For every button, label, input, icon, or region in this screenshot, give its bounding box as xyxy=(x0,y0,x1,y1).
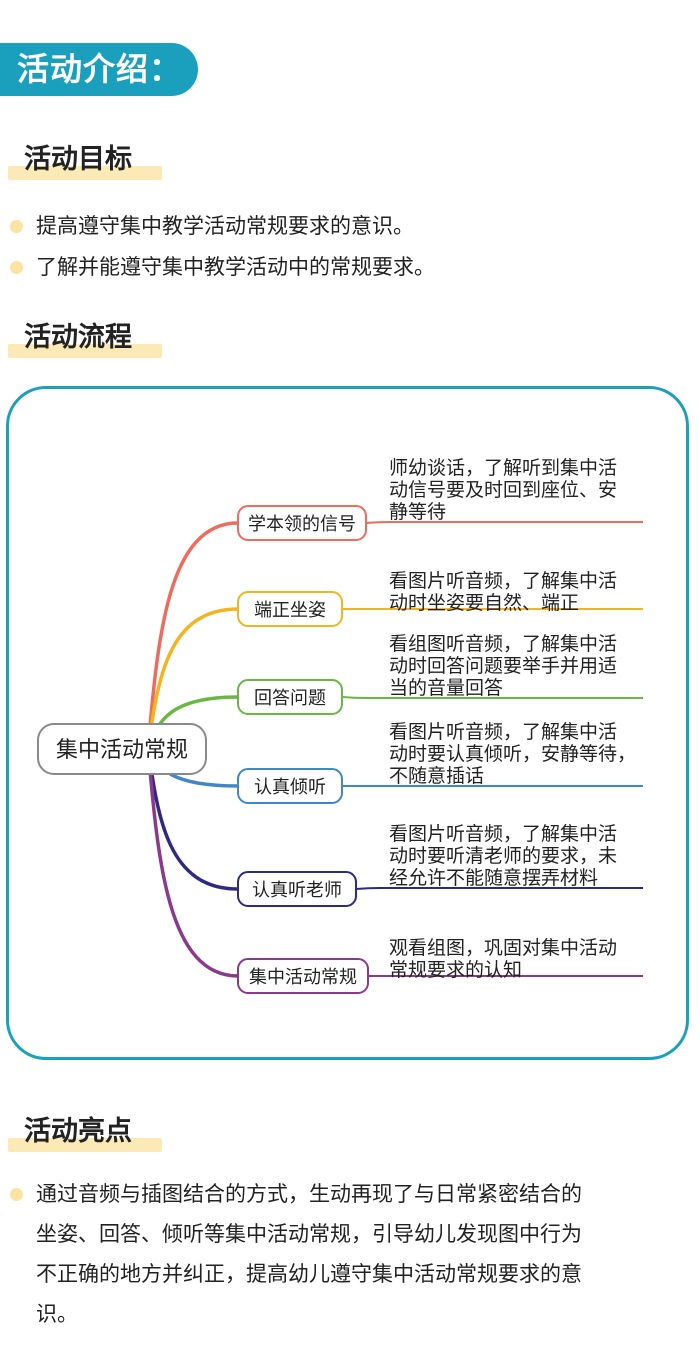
branch-label: 端正坐姿 xyxy=(254,600,326,621)
process-heading: 活动流程 xyxy=(0,320,162,360)
heading-highlight xyxy=(8,166,162,180)
bullet-dot xyxy=(10,1188,23,1201)
branch-underline xyxy=(355,887,643,890)
branch-description: 动时要认真倾听，安静等待， xyxy=(389,743,636,765)
goals-heading: 活动目标 xyxy=(0,142,162,182)
highlights-line-2: 坐姿、回答、倾听等集中活动常规，引导幼儿发现图中行为 xyxy=(36,1222,582,1246)
section-banner: 活动介绍： xyxy=(0,43,198,96)
process-heading-text: 活动流程 xyxy=(24,322,132,353)
branch-description: 动时回答问题要举手并用适 xyxy=(389,655,617,677)
branch-description: 动时坐姿要自然、端正 xyxy=(389,592,579,614)
branch-description: 常规要求的认知 xyxy=(389,959,522,981)
highlights-line-1: 通过音频与插图结合的方式，生动再现了与日常紧密结合的 xyxy=(36,1182,582,1206)
branch-description: 静等待 xyxy=(389,501,446,523)
branch-underline xyxy=(365,521,643,524)
branch-underline xyxy=(341,696,643,699)
branch-label: 学本领的信号 xyxy=(248,514,356,535)
bullet-dot xyxy=(10,220,23,233)
branch-description: 动时要听清老师的要求，未 xyxy=(389,845,617,867)
highlights-heading-text: 活动亮点 xyxy=(24,1116,132,1147)
goal-item-2: 了解并能遵守集中教学活动中的常规要求。 xyxy=(36,255,435,279)
highlights-line-4: 识。 xyxy=(36,1302,78,1326)
branch-description: 动信号要及时回到座位、安 xyxy=(389,479,617,501)
branch-description: 看图片听音频，了解集中活 xyxy=(389,721,617,743)
heading-highlight xyxy=(8,1138,162,1152)
branch-label: 认真听老师 xyxy=(252,880,342,901)
branch-description: 看组图听音频，了解集中活 xyxy=(389,633,617,655)
branch-label: 集中活动常规 xyxy=(249,967,357,988)
branch-description: 看图片听音频，了解集中活 xyxy=(389,570,617,592)
heading-highlight xyxy=(8,344,162,358)
branch-description: 经允许不能随意摆弄材料 xyxy=(389,867,598,889)
goals-heading-text: 活动目标 xyxy=(24,144,132,175)
branch-connector xyxy=(146,607,240,750)
branch-description: 不随意插话 xyxy=(389,765,484,787)
mindmap-frame xyxy=(6,386,689,1060)
branch-description: 看图片听音频，了解集中活 xyxy=(389,823,617,845)
branch-description: 师幼谈话，了解听到集中活 xyxy=(389,457,617,479)
branch-description: 观看组图，巩固对集中活动 xyxy=(389,937,617,959)
bullet-dot xyxy=(10,261,23,274)
branch-connector xyxy=(146,521,240,750)
branch-description: 当的音量回答 xyxy=(389,677,503,699)
root-node xyxy=(37,723,207,775)
branch-label: 回答问题 xyxy=(254,688,326,709)
root-label: 集中活动常规 xyxy=(56,738,188,763)
highlights-heading: 活动亮点 xyxy=(0,1114,162,1154)
branch-connector xyxy=(146,746,240,978)
branch-label: 认真倾听 xyxy=(254,777,326,798)
goal-item-1: 提高遵守集中教学活动常规要求的意识。 xyxy=(36,214,414,238)
highlights-line-3: 不正确的地方并纠正，提高幼儿遵守集中活动常规要求的意 xyxy=(36,1262,582,1286)
